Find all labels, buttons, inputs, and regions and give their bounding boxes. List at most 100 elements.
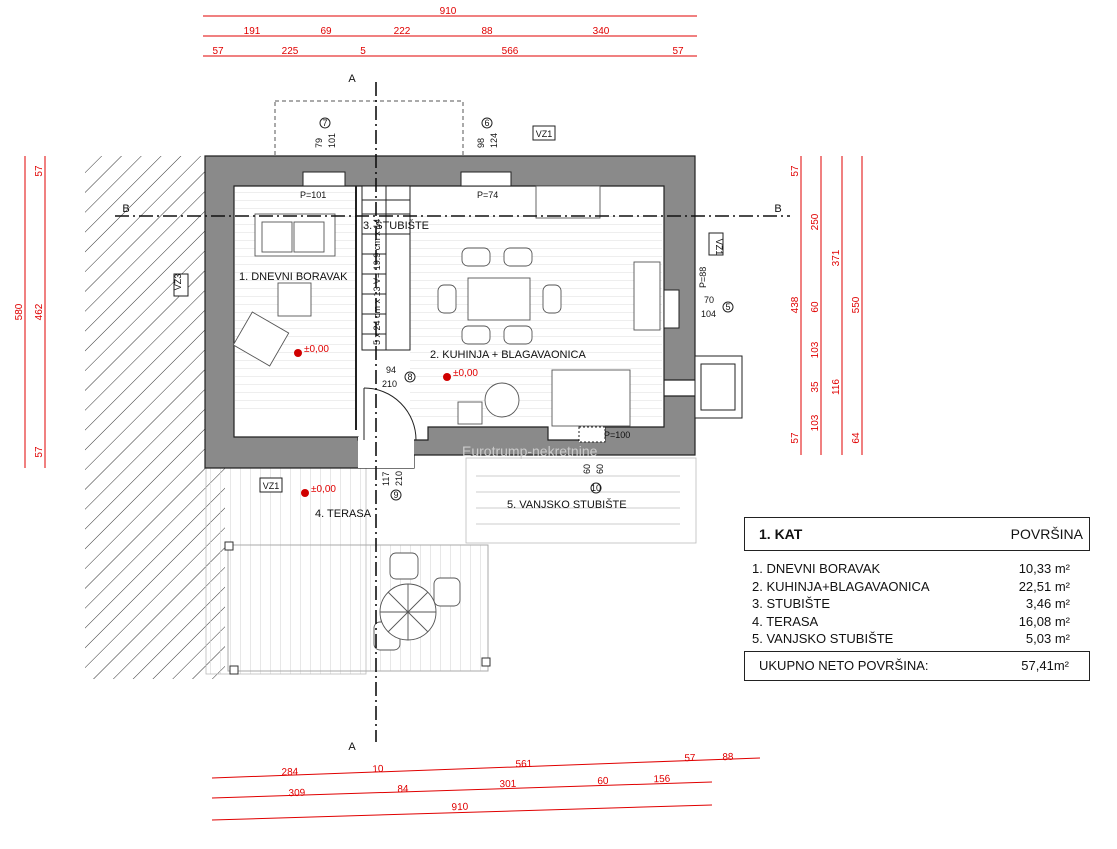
dim-top-row2: 566 xyxy=(502,46,519,57)
marker-w10: 10 xyxy=(591,483,601,493)
area-row-value: 22,51 m² xyxy=(1018,578,1070,594)
dim-bottom-row1: 561 xyxy=(515,759,532,771)
area-row: 1. DNEVNI BORAVAK 10,33 m² xyxy=(752,560,1070,578)
area-row: 2. KUHINJA+BLAGAVAONICA 22,51 m² xyxy=(752,578,1070,596)
dim-right-c: 550 xyxy=(851,296,862,313)
dim-right-a: 103 xyxy=(810,341,821,358)
area-rows: 1. DNEVNI BORAVAK 10,33 m² 2. KUHINJA+BLA… xyxy=(744,551,1090,648)
marker-w6: 6 xyxy=(484,118,489,128)
level-terasa: ±0,00 xyxy=(311,484,336,495)
outside-stair xyxy=(465,457,697,544)
area-row: 4. TERASA 16,08 m² xyxy=(752,613,1070,631)
furniture xyxy=(232,185,661,651)
dim-bottom-row2: 156 xyxy=(653,774,670,786)
room-label-dnevni: 1. DNEVNI BORAVAK xyxy=(239,271,348,283)
dim-right-a: 250 xyxy=(810,213,821,230)
door-swing xyxy=(363,387,417,441)
dim-top-row2: 225 xyxy=(282,46,299,57)
dim-bottom-row2: 84 xyxy=(397,784,409,795)
dim-right-a: 57 xyxy=(790,165,801,177)
area-row-value: 16,08 m² xyxy=(1018,613,1070,629)
d9-height: 210 xyxy=(394,471,404,486)
dim-bottom-total: 910 xyxy=(451,802,468,814)
room-label-stubiste: 3. STUBIŠTE xyxy=(363,219,429,232)
section-mark-b-left: B xyxy=(122,203,129,215)
level-kuhinja: ±0,00 xyxy=(453,368,478,379)
w6-height: 124 xyxy=(489,133,499,148)
dim-top-row2: 57 xyxy=(212,46,224,57)
vz1-tag-terrace: VZ1 xyxy=(263,481,280,491)
dim-right-b: 116 xyxy=(831,379,842,395)
w7-width: 79 xyxy=(314,138,324,148)
dim-top-row1: 69 xyxy=(320,26,332,37)
area-row-value: 10,33 m² xyxy=(1018,561,1070,576)
room-label-terasa: 4. TERASA xyxy=(315,508,372,520)
floor-title: 1. KAT xyxy=(759,526,803,542)
dim-right-a: 60 xyxy=(810,301,821,313)
dim-right-a: 35 xyxy=(810,381,821,393)
terrain-hatch xyxy=(85,156,225,679)
stair-note: 5 x 24 cm x 13 V= 19.9 cm x 14 xyxy=(372,219,382,345)
total-value: 57,41m² xyxy=(1021,658,1069,673)
dim-left: 580 xyxy=(14,303,25,320)
vz-tags xyxy=(173,125,724,493)
area-row-name: 3. STUBIŠTE xyxy=(752,596,831,611)
dim-top-row1: 88 xyxy=(481,26,493,37)
dim-bottom-row1: 10 xyxy=(372,764,384,775)
area-total: UKUPNO NETO POVRŠINA: 57,41m² xyxy=(744,650,1090,681)
section-mark-a-bottom: A xyxy=(348,741,356,753)
w10-width: 60 xyxy=(582,464,592,474)
section-mark-b-right: B xyxy=(774,203,781,215)
walls xyxy=(204,155,743,469)
dim-top-row2: 57 xyxy=(672,46,684,57)
dim-bottom-row1: 88 xyxy=(722,752,734,763)
dim-bottom-row1: 57 xyxy=(684,753,696,764)
marker-w5: 5 xyxy=(725,302,730,312)
area-row-value: 3,46 m² xyxy=(1025,596,1070,611)
dim-top-row1: 340 xyxy=(593,26,610,37)
w5-height: 104 xyxy=(701,309,716,319)
marker-w7: 7 xyxy=(322,118,327,128)
dim-left: 57 xyxy=(34,446,45,458)
dim-right-b: 371 xyxy=(831,249,842,266)
w5-width: 70 xyxy=(704,295,714,305)
sill-w10: P=100 xyxy=(604,430,630,440)
w7-height: 101 xyxy=(327,133,337,148)
d8-width: 94 xyxy=(386,365,396,375)
dim-left: 57 xyxy=(34,165,45,177)
watermark: Eurotrump-nekretnine xyxy=(462,443,598,459)
roof-projection xyxy=(274,100,464,158)
room-label-vanjsko: 5. VANJSKO STUBIŠTE xyxy=(507,498,627,511)
section-lines xyxy=(115,82,790,742)
terrace-deck xyxy=(205,467,491,675)
dim-bottom-row1: 284 xyxy=(281,767,298,779)
area-row-name: 2. KUHINJA+BLAGAVAONICA xyxy=(752,578,930,594)
dim-right-a: 57 xyxy=(790,432,801,444)
d8-height: 210 xyxy=(382,379,397,389)
w6-width: 98 xyxy=(476,138,486,148)
section-mark-a-top: A xyxy=(348,73,356,85)
area-row-name: 4. TERASA xyxy=(752,613,819,629)
dim-right-a: 103 xyxy=(810,414,821,431)
area-row-value: 5,03 m² xyxy=(1025,631,1070,646)
total-label: UKUPNO NETO POVRŠINA: xyxy=(759,658,929,673)
sill-w6: P=74 xyxy=(477,190,498,200)
w10-height: 60 xyxy=(595,464,605,474)
area-row-name: 1. DNEVNI BORAVAK xyxy=(752,561,881,576)
dim-top-row1: 222 xyxy=(394,26,411,37)
area-row-name: 5. VANJSKO STUBIŠTE xyxy=(752,631,894,646)
dim-bottom-row2: 309 xyxy=(288,788,305,800)
dimension-lines xyxy=(24,15,863,821)
dim-top-row2: 5 xyxy=(360,46,366,57)
area-row: 5. VANJSKO STUBIŠTE 5,03 m² xyxy=(752,630,1070,648)
opening-markers xyxy=(319,117,734,501)
level-markers xyxy=(294,349,451,497)
dim-top-row1: 191 xyxy=(244,26,261,37)
marker-d9: 9 xyxy=(393,490,398,500)
vz1-tag-right: VZ1 xyxy=(714,239,724,256)
d9-width: 117 xyxy=(381,472,391,486)
level-dnevni: ±0,00 xyxy=(304,344,329,355)
stair xyxy=(355,185,411,430)
marker-d8: 8 xyxy=(407,372,412,382)
